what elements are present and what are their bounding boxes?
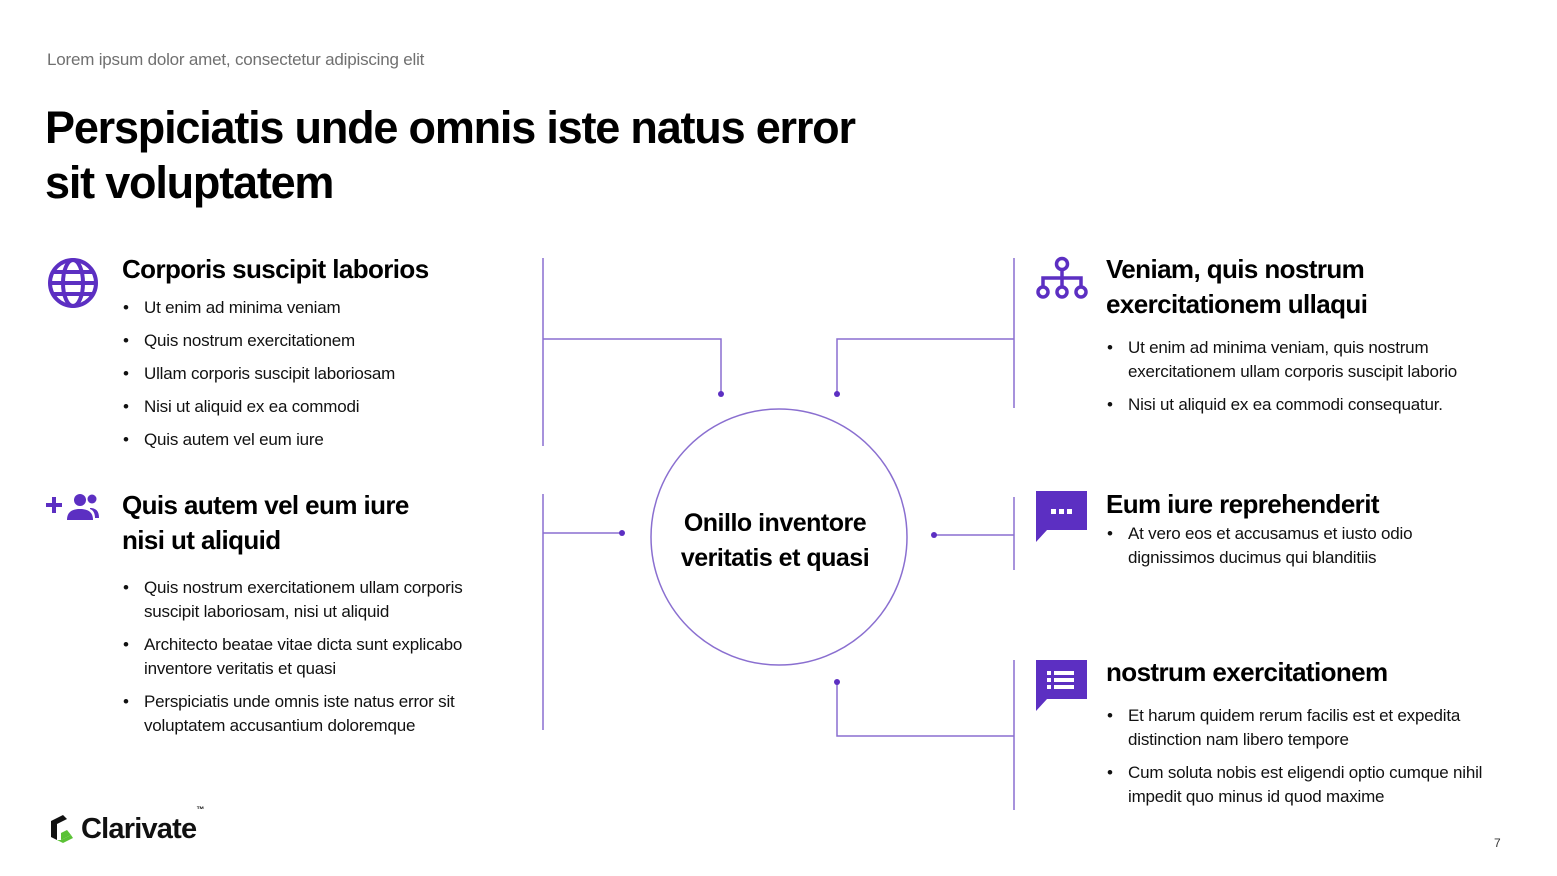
add-user-icon (46, 492, 100, 529)
block-veniam: Veniam, quis nostrum exercitationem ulla… (1106, 252, 1526, 417)
connector-dot (619, 530, 625, 536)
list-item: Ut enim ad minima veniam, quis nostrum e… (1106, 336, 1498, 384)
list-item: Cum soluta nobis est eligendi optio cumq… (1106, 761, 1533, 809)
clarivate-logo-icon (51, 815, 73, 843)
chat-list-icon (1036, 660, 1088, 717)
list-item: Nisi ut aliquid ex ea commodi (122, 395, 522, 419)
chat-ellipsis-icon (1036, 491, 1088, 548)
globe-icon (46, 256, 100, 315)
list-item: Quis autem vel eum iure (122, 428, 522, 452)
block-corporis: Corporis suscipit laborios Ut enim ad mi… (122, 252, 522, 452)
slide-subtitle: Lorem ipsum dolor amet, consectetur adip… (47, 50, 425, 69)
bullet-list: At vero eos et accusamus et iusto odio d… (1106, 522, 1526, 570)
connector-dot (834, 679, 840, 685)
hierarchy-icon (1036, 256, 1088, 305)
list-item: Architecto beatae vitae dicta sunt expli… (122, 633, 512, 681)
connector-dot (931, 532, 937, 538)
clarivate-logo: Clarivate™ (47, 804, 204, 846)
block-heading: nostrum exercitationem (1106, 657, 1388, 687)
block-eum-iure: Eum iure reprehenderit At vero eos et ac… (1106, 487, 1526, 570)
list-item: At vero eos et accusamus et iusto odio d… (1106, 522, 1448, 570)
bullet-list: Ut enim ad minima veniam Quis nostrum ex… (122, 296, 522, 452)
center-circle (650, 408, 908, 666)
list-item: Ut enim ad minima veniam (122, 296, 522, 320)
connector-dot (834, 391, 840, 397)
list-item: Quis nostrum exercitationem ullam corpor… (122, 576, 512, 624)
list-item: Perspiciatis unde omnis iste natus error… (122, 690, 512, 738)
slide-title: Perspiciatis unde omnis iste natus error… (45, 102, 856, 208)
list-item: Et harum quidem rerum facilis est et exp… (1106, 704, 1508, 752)
connector-top-right (836, 338, 1014, 393)
connector-top-left (543, 338, 722, 393)
bullet-list: Ut enim ad minima veniam, quis nostrum e… (1106, 336, 1526, 417)
bullet-list: Quis nostrum exercitationem ullam corpor… (122, 576, 512, 738)
logo-wordmark: Clarivate™ (81, 804, 204, 845)
bullet-list: Et harum quidem rerum facilis est et exp… (1106, 704, 1526, 809)
block-heading: Quis autem vel eum iure nisi ut aliquid (122, 490, 409, 555)
list-item: Quis nostrum exercitationem (122, 329, 522, 353)
page-number: 7 (1494, 836, 1501, 850)
list-item: Ullam corporis suscipit laboriosam (122, 362, 522, 386)
center-label: Onillo inventore veritatis et quasi (680, 509, 870, 572)
block-heading: Veniam, quis nostrum exercitationem ulla… (1106, 254, 1368, 319)
block-heading: Corporis suscipit laborios (122, 254, 429, 284)
block-heading: Eum iure reprehenderit (1106, 489, 1379, 519)
list-item: Nisi ut aliquid ex ea commodi consequatu… (1106, 393, 1526, 417)
connector-bottom-right (836, 682, 1014, 737)
block-quis-autem: Quis autem vel eum iure nisi ut aliquid … (122, 488, 512, 738)
block-nostrum: nostrum exercitationem Et harum quidem r… (1106, 655, 1526, 809)
connector-dot (718, 391, 724, 397)
